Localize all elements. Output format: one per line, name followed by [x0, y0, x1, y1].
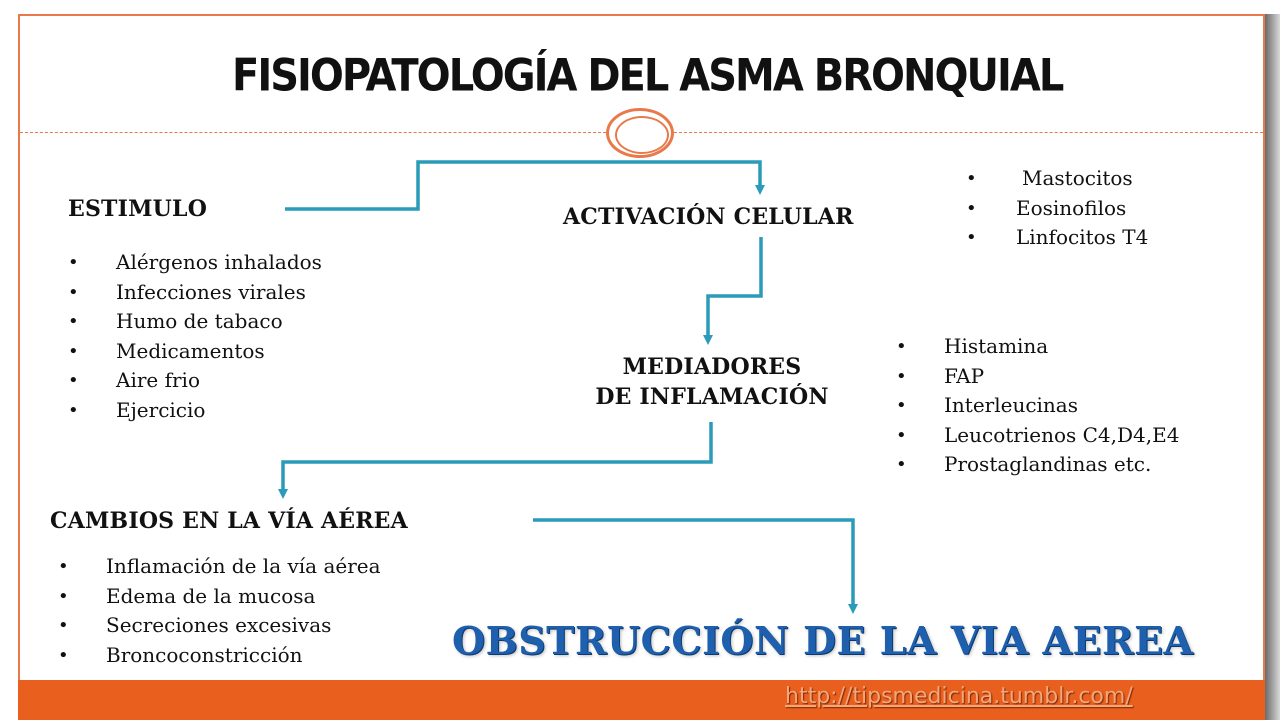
bullet-icon: • — [966, 227, 977, 248]
bullet-icon: • — [68, 399, 79, 421]
outcome-title: OBSTRUCCIÓN DE LA VIA AEREA — [452, 618, 1194, 663]
bullet-icon: • — [58, 585, 69, 607]
bullet-icon: • — [896, 454, 907, 475]
bullet-icon: • — [58, 556, 69, 577]
stimulus-heading: ESTIMULO — [68, 196, 208, 222]
mediators-heading-line2: DE INFLAMACIÓN — [595, 384, 829, 410]
mediators-heading: MEDIADORES DE INFLAMACIÓN — [556, 352, 868, 412]
bullet-icon: • — [68, 370, 79, 391]
slide-edge-shadow — [1265, 14, 1280, 720]
bullet-icon: • — [58, 615, 69, 636]
mediators-heading-line1: MEDIADORES — [622, 354, 802, 380]
bullet-icon: • — [68, 340, 79, 362]
title-divider-right — [674, 132, 1263, 133]
footer-url-link[interactable]: http://tipsmedicina.tumblr.com/ — [785, 684, 1133, 709]
bullet-icon: • — [896, 336, 907, 357]
bullet-icon: • — [68, 281, 79, 303]
activation-heading: ACTIVACIÓN CELULAR — [563, 204, 854, 230]
bullet-icon: • — [966, 168, 977, 189]
title-divider-left — [20, 132, 606, 133]
bullet-icon: • — [966, 197, 977, 219]
slide-title: FISIOPATOLOGÍA DEL ASMA BRONQUIAL — [232, 50, 1064, 102]
airway-changes-heading: CAMBIOS EN LA VÍA AÉREA — [50, 508, 408, 534]
bullet-icon: • — [58, 644, 69, 666]
footer-bar — [18, 680, 1265, 720]
bullet-icon: • — [896, 365, 907, 387]
bullet-icon: • — [68, 252, 79, 273]
bullet-icon: • — [896, 424, 907, 446]
bullet-icon: • — [896, 395, 907, 416]
circle-ornament-icon — [606, 108, 674, 158]
bullet-icon: • — [68, 311, 79, 332]
